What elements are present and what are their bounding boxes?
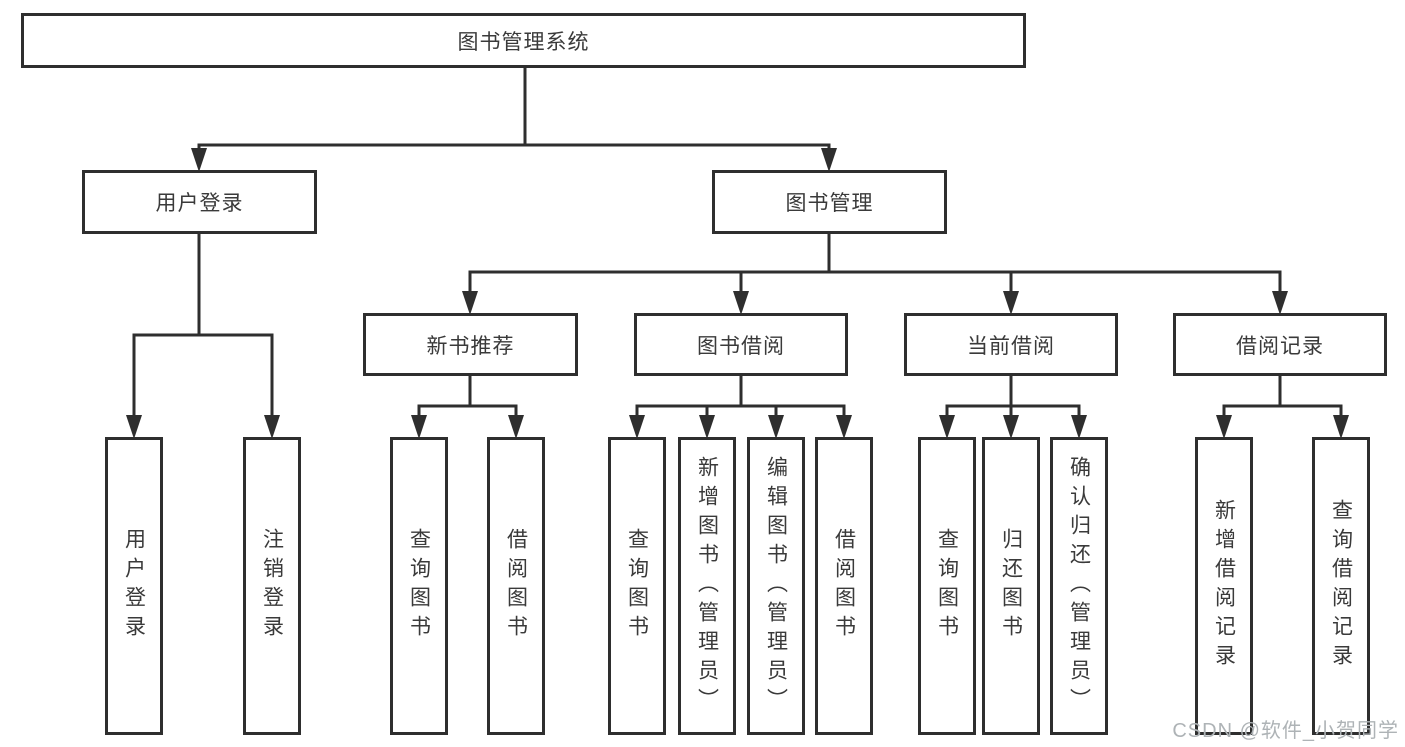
node-label: 新增借阅记录 [1212, 499, 1236, 673]
node-label: 查询借阅记录 [1329, 499, 1353, 673]
node-label: 用户登录 [155, 192, 244, 215]
node-borrow-books-recommend: 借阅图书 [487, 437, 545, 735]
node-label: 查询图书 [625, 528, 649, 644]
node-label: 确认归还（管理员） [1067, 455, 1091, 717]
node-user-login: 用户登录 [105, 437, 163, 735]
node-book-management-branch: 图书管理 [712, 170, 947, 234]
node-label: 新书推荐 [426, 334, 515, 358]
node-label: 图书借阅 [697, 334, 785, 358]
node-query-books-borrow: 查询图书 [608, 437, 666, 735]
node-label: 新增图书（管理员） [695, 455, 719, 717]
csdn-watermark: CSDN @软件_小贺同学 [1172, 720, 1399, 742]
node-label: 借阅图书 [832, 528, 856, 644]
node-label: 编辑图书（管理员） [764, 455, 788, 717]
node-label: 用户登录 [122, 528, 146, 644]
node-label: 借阅记录 [1236, 334, 1324, 358]
node-logout: 注销登录 [243, 437, 301, 735]
node-add-borrow-record: 新增借阅记录 [1195, 437, 1253, 735]
node-label: 图书管理系统 [457, 30, 590, 54]
node-label: 注销登录 [260, 528, 284, 644]
node-query-borrow-record: 查询借阅记录 [1312, 437, 1370, 735]
node-borrow-books: 借阅图书 [815, 437, 873, 735]
node-add-book-admin: 新增图书（管理员） [678, 437, 736, 735]
node-return-book: 归还图书 [982, 437, 1040, 735]
node-label: 图书管理 [785, 192, 874, 215]
node-current-borrow: 当前借阅 [904, 313, 1118, 376]
node-borrow-records: 借阅记录 [1173, 313, 1387, 376]
node-confirm-return-admin: 确认归还（管理员） [1050, 437, 1108, 735]
node-label: 归还图书 [999, 528, 1023, 644]
node-query-books-current: 查询图书 [918, 437, 976, 735]
node-label: 查询图书 [407, 528, 431, 644]
node-label: 当前借阅 [967, 334, 1055, 358]
node-library-management-system: 图书管理系统 [21, 13, 1026, 68]
node-user-login-branch: 用户登录 [82, 170, 317, 234]
node-query-books-recommend: 查询图书 [390, 437, 448, 735]
node-new-book-recommend: 新书推荐 [363, 313, 578, 376]
node-label: 查询图书 [935, 528, 959, 644]
node-edit-book-admin: 编辑图书（管理员） [747, 437, 805, 735]
node-label: 借阅图书 [504, 528, 528, 644]
node-book-borrow: 图书借阅 [634, 313, 848, 376]
